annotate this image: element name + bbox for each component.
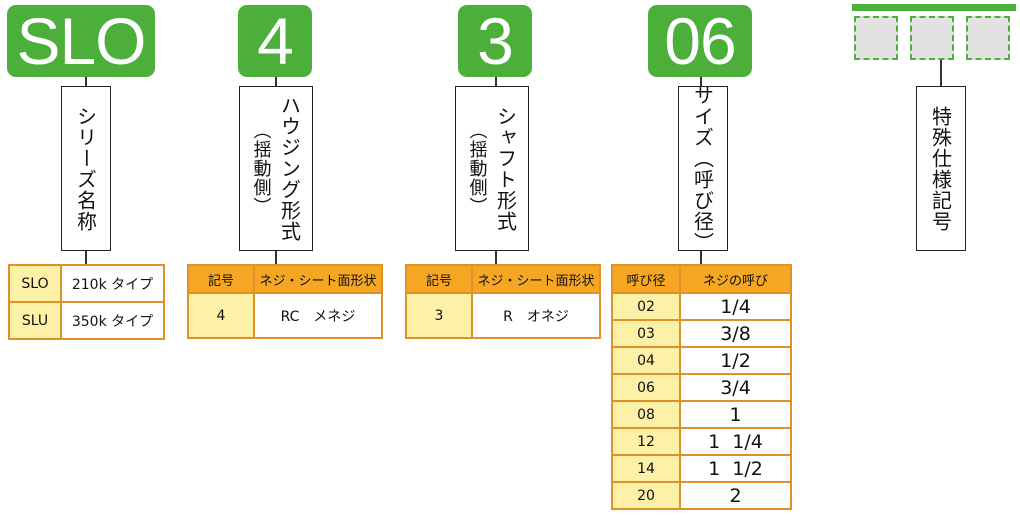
table-row: SLO 210k タイプ <box>8 264 165 303</box>
header-code: 記号 <box>187 264 255 294</box>
size-thread-cell: 1 1/2 <box>679 454 792 483</box>
special-spec-slot-3 <box>966 16 1010 60</box>
size-connector-lower <box>700 250 702 264</box>
table-row: 3 R オネジ <box>405 292 601 339</box>
series-code-badge: SLO <box>7 5 155 77</box>
size-thread-cell: 1/4 <box>679 292 792 321</box>
size-code-badge: 06 <box>648 5 752 77</box>
table-row: SLU 350k タイプ <box>8 301 165 340</box>
shaft-label-main: シャフト形式 <box>493 105 518 232</box>
size-code-cell: 14 <box>611 454 681 483</box>
size-code-cell: 06 <box>611 373 681 402</box>
series-desc-cell: 210k タイプ <box>60 264 165 303</box>
size-thread-cell: 1 <box>679 400 792 429</box>
housing-code-cell: 4 <box>187 292 255 339</box>
series-code-cell: SLU <box>8 301 62 340</box>
special-spec-bar <box>852 4 1016 11</box>
special-label-box: 特殊仕様記号 <box>916 86 966 251</box>
size-thread-cell: 1 1/4 <box>679 427 792 456</box>
housing-code-badge: 4 <box>238 5 312 77</box>
series-connector-lower <box>85 250 87 264</box>
housing-table: 記号 ネジ・シート面形状 4 RC メネジ <box>187 264 383 339</box>
header-desc: ネジ・シート面形状 <box>253 264 383 294</box>
special-connector <box>940 60 942 87</box>
shaft-connector <box>495 77 497 87</box>
housing-connector <box>275 77 277 87</box>
special-label: 特殊仕様記号 <box>928 105 953 232</box>
size-label: サイズ（呼び径） <box>690 84 715 253</box>
size-thread-cell: 3/4 <box>679 373 792 402</box>
shaft-label-box: シャフト形式 （揺動側） <box>455 86 529 251</box>
housing-label-sub: （揺動側） <box>250 121 272 216</box>
shaft-code-cell: 3 <box>405 292 473 339</box>
shaft-code-badge: 3 <box>458 5 532 77</box>
special-spec-slot-2 <box>910 16 954 60</box>
shaft-label-sub: （揺動側） <box>466 121 488 216</box>
housing-label-box: ハウジング形式 （揺動側） <box>239 86 313 251</box>
size-thread-cell: 2 <box>679 481 792 510</box>
header-desc: ネジ・シート面形状 <box>471 264 601 294</box>
size-thread-cell: 1/2 <box>679 346 792 375</box>
special-spec-slot-1 <box>854 16 898 60</box>
housing-desc-cell: RC メネジ <box>253 292 383 339</box>
table-header-row: 呼び径 ネジの呼び <box>611 264 792 294</box>
table-row: 4 RC メネジ <box>187 292 383 339</box>
size-connector <box>700 77 702 87</box>
header-code: 呼び径 <box>611 264 681 294</box>
series-connector <box>85 77 87 87</box>
table-header-row: 記号 ネジ・シート面形状 <box>405 264 601 294</box>
size-thread-cell: 3/8 <box>679 319 792 348</box>
size-label-box: サイズ（呼び径） <box>678 84 728 253</box>
header-desc: ネジの呼び <box>679 264 792 294</box>
shaft-table: 記号 ネジ・シート面形状 3 R オネジ <box>405 264 601 339</box>
housing-connector-lower <box>275 250 277 264</box>
series-label-box: シリーズ名称 <box>61 86 111 251</box>
shaft-desc-cell: R オネジ <box>471 292 601 339</box>
header-code: 記号 <box>405 264 473 294</box>
housing-label-main: ハウジング形式 <box>277 95 302 242</box>
size-code-cell: 02 <box>611 292 681 321</box>
size-code-cell: 04 <box>611 346 681 375</box>
series-label: シリーズ名称 <box>73 105 98 232</box>
shaft-connector-lower <box>495 250 497 264</box>
series-code-cell: SLO <box>8 264 62 303</box>
size-code-cell: 20 <box>611 481 681 510</box>
table-header-row: 記号 ネジ・シート面形状 <box>187 264 383 294</box>
size-code-cell: 12 <box>611 427 681 456</box>
series-table: SLO 210k タイプ SLU 350k タイプ <box>8 264 165 340</box>
series-desc-cell: 350k タイプ <box>60 301 165 340</box>
size-code-cell: 08 <box>611 400 681 429</box>
size-code-cell: 03 <box>611 319 681 348</box>
